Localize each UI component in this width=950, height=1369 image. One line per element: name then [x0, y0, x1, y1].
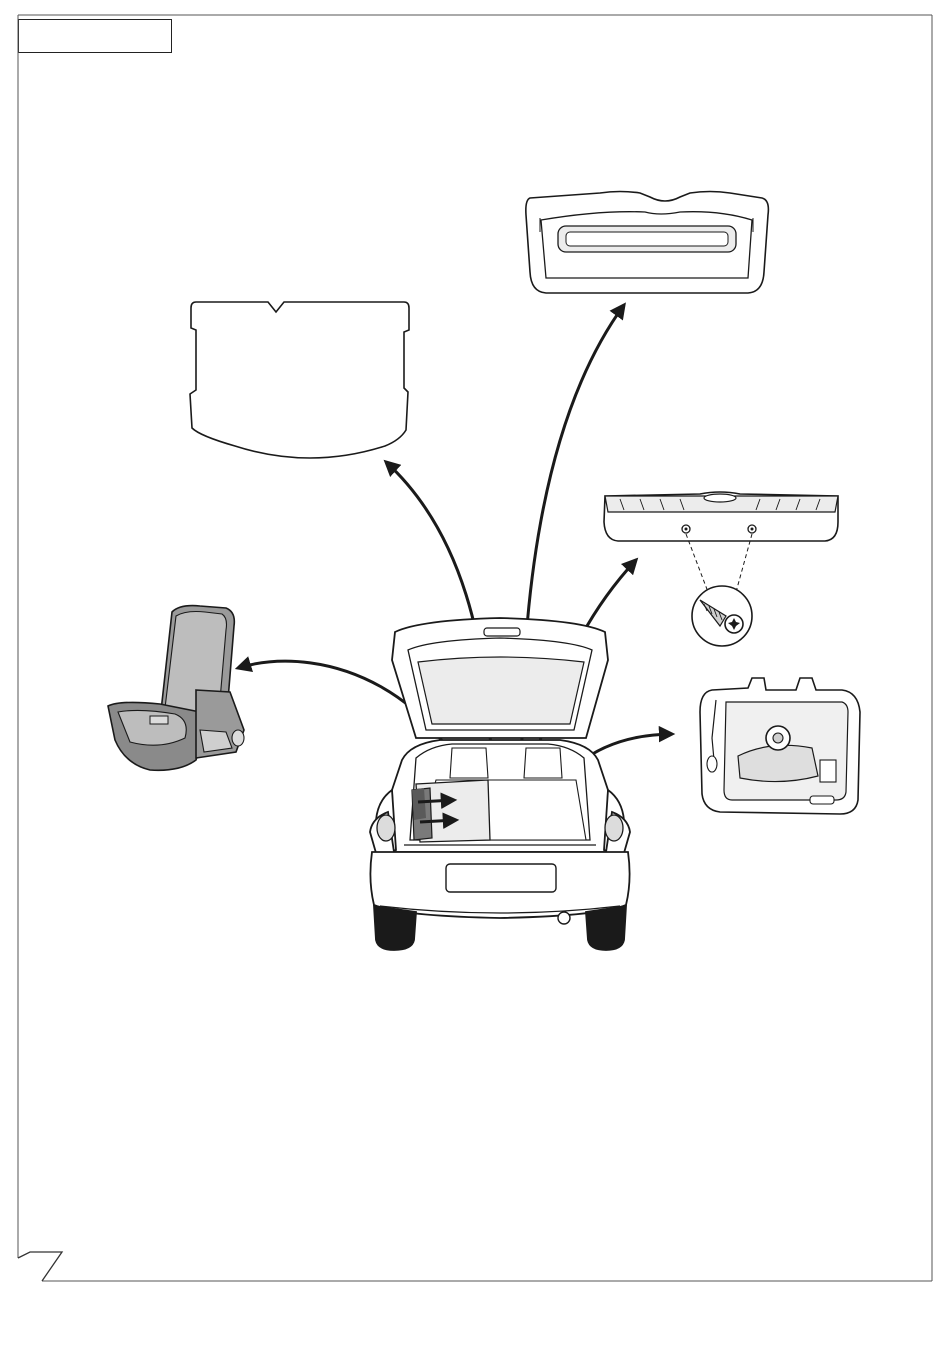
torx-screw-icon [692, 586, 752, 646]
spare-wheel-tray-icon [700, 678, 860, 814]
boot-mat-icon [190, 302, 409, 458]
hatchback-rear-view-icon [370, 618, 630, 950]
folding-rear-seat-icon [108, 606, 244, 771]
seat-fold-arrow-lower [420, 820, 456, 822]
sill-trim-icon [604, 492, 838, 541]
parcel-shelf-icon [526, 192, 769, 294]
screw-leader-lines [686, 534, 752, 592]
seat-fold-arrow-upper [418, 800, 454, 802]
